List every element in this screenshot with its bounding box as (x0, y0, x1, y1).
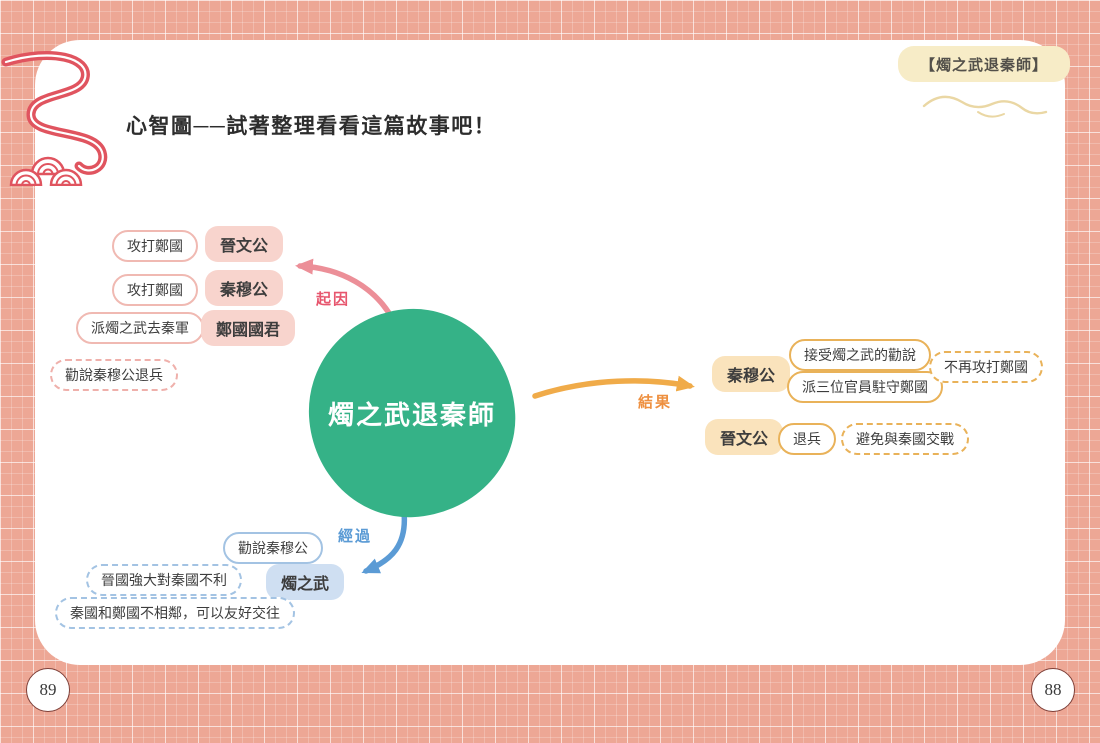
cause-action-jinwengong: 攻打鄭國 (112, 230, 198, 262)
result-actor-jinwengong: 晉文公 (705, 419, 784, 455)
page-title: 心智圖──試著整理看看這篇故事吧！ (126, 115, 497, 138)
process-actor-zhuzhiwu: 燭之武 (266, 564, 345, 600)
cause-actor-qinmugong: 秦穆公 (205, 270, 284, 306)
cause-action-qinmugong: 攻打鄭國 (112, 274, 198, 306)
cause-actor-zhengruler: 鄭國國君 (201, 310, 296, 346)
result-action-retreat: 退兵 (778, 423, 836, 455)
cause-branch-label: 起因 (316, 291, 351, 308)
cloud-swirl-icon (922, 95, 1048, 118)
chapter-tag: 【燭之武退秦師】 (898, 46, 1071, 82)
page-number-right: 88 (1031, 668, 1075, 712)
result-action-accept-advice: 接受燭之武的勸說 (789, 339, 931, 371)
result-outcome-avoid-war: 避免與秦國交戰 (841, 423, 969, 455)
process-argument-2: 秦國和鄭國不相鄰，可以友好交往 (55, 597, 295, 629)
result-action-station-officials: 派三位官員駐守鄭國 (787, 371, 943, 403)
process-action: 勸說秦穆公 (223, 532, 323, 564)
process-argument-1: 晉國強大對秦國不利 (86, 564, 242, 596)
cause-actor-jinwengong: 晉文公 (205, 226, 284, 262)
cause-action-zhengruler: 派燭之武去秦軍 (76, 312, 204, 344)
result-outcome-no-attack: 不再攻打鄭國 (929, 351, 1043, 383)
result-branch-label: 結果 (638, 394, 673, 411)
wave-cloud-icon (9, 156, 83, 186)
central-topic-label: 燭之武退秦師 (327, 399, 497, 430)
process-branch-label: 經過 (338, 528, 373, 545)
cause-outcome: 勸說秦穆公退兵 (50, 359, 178, 391)
cloud-ribbon-ornament (1, 51, 108, 186)
result-actor-qinmugong: 秦穆公 (712, 356, 791, 392)
page-number-left: 89 (26, 668, 70, 712)
